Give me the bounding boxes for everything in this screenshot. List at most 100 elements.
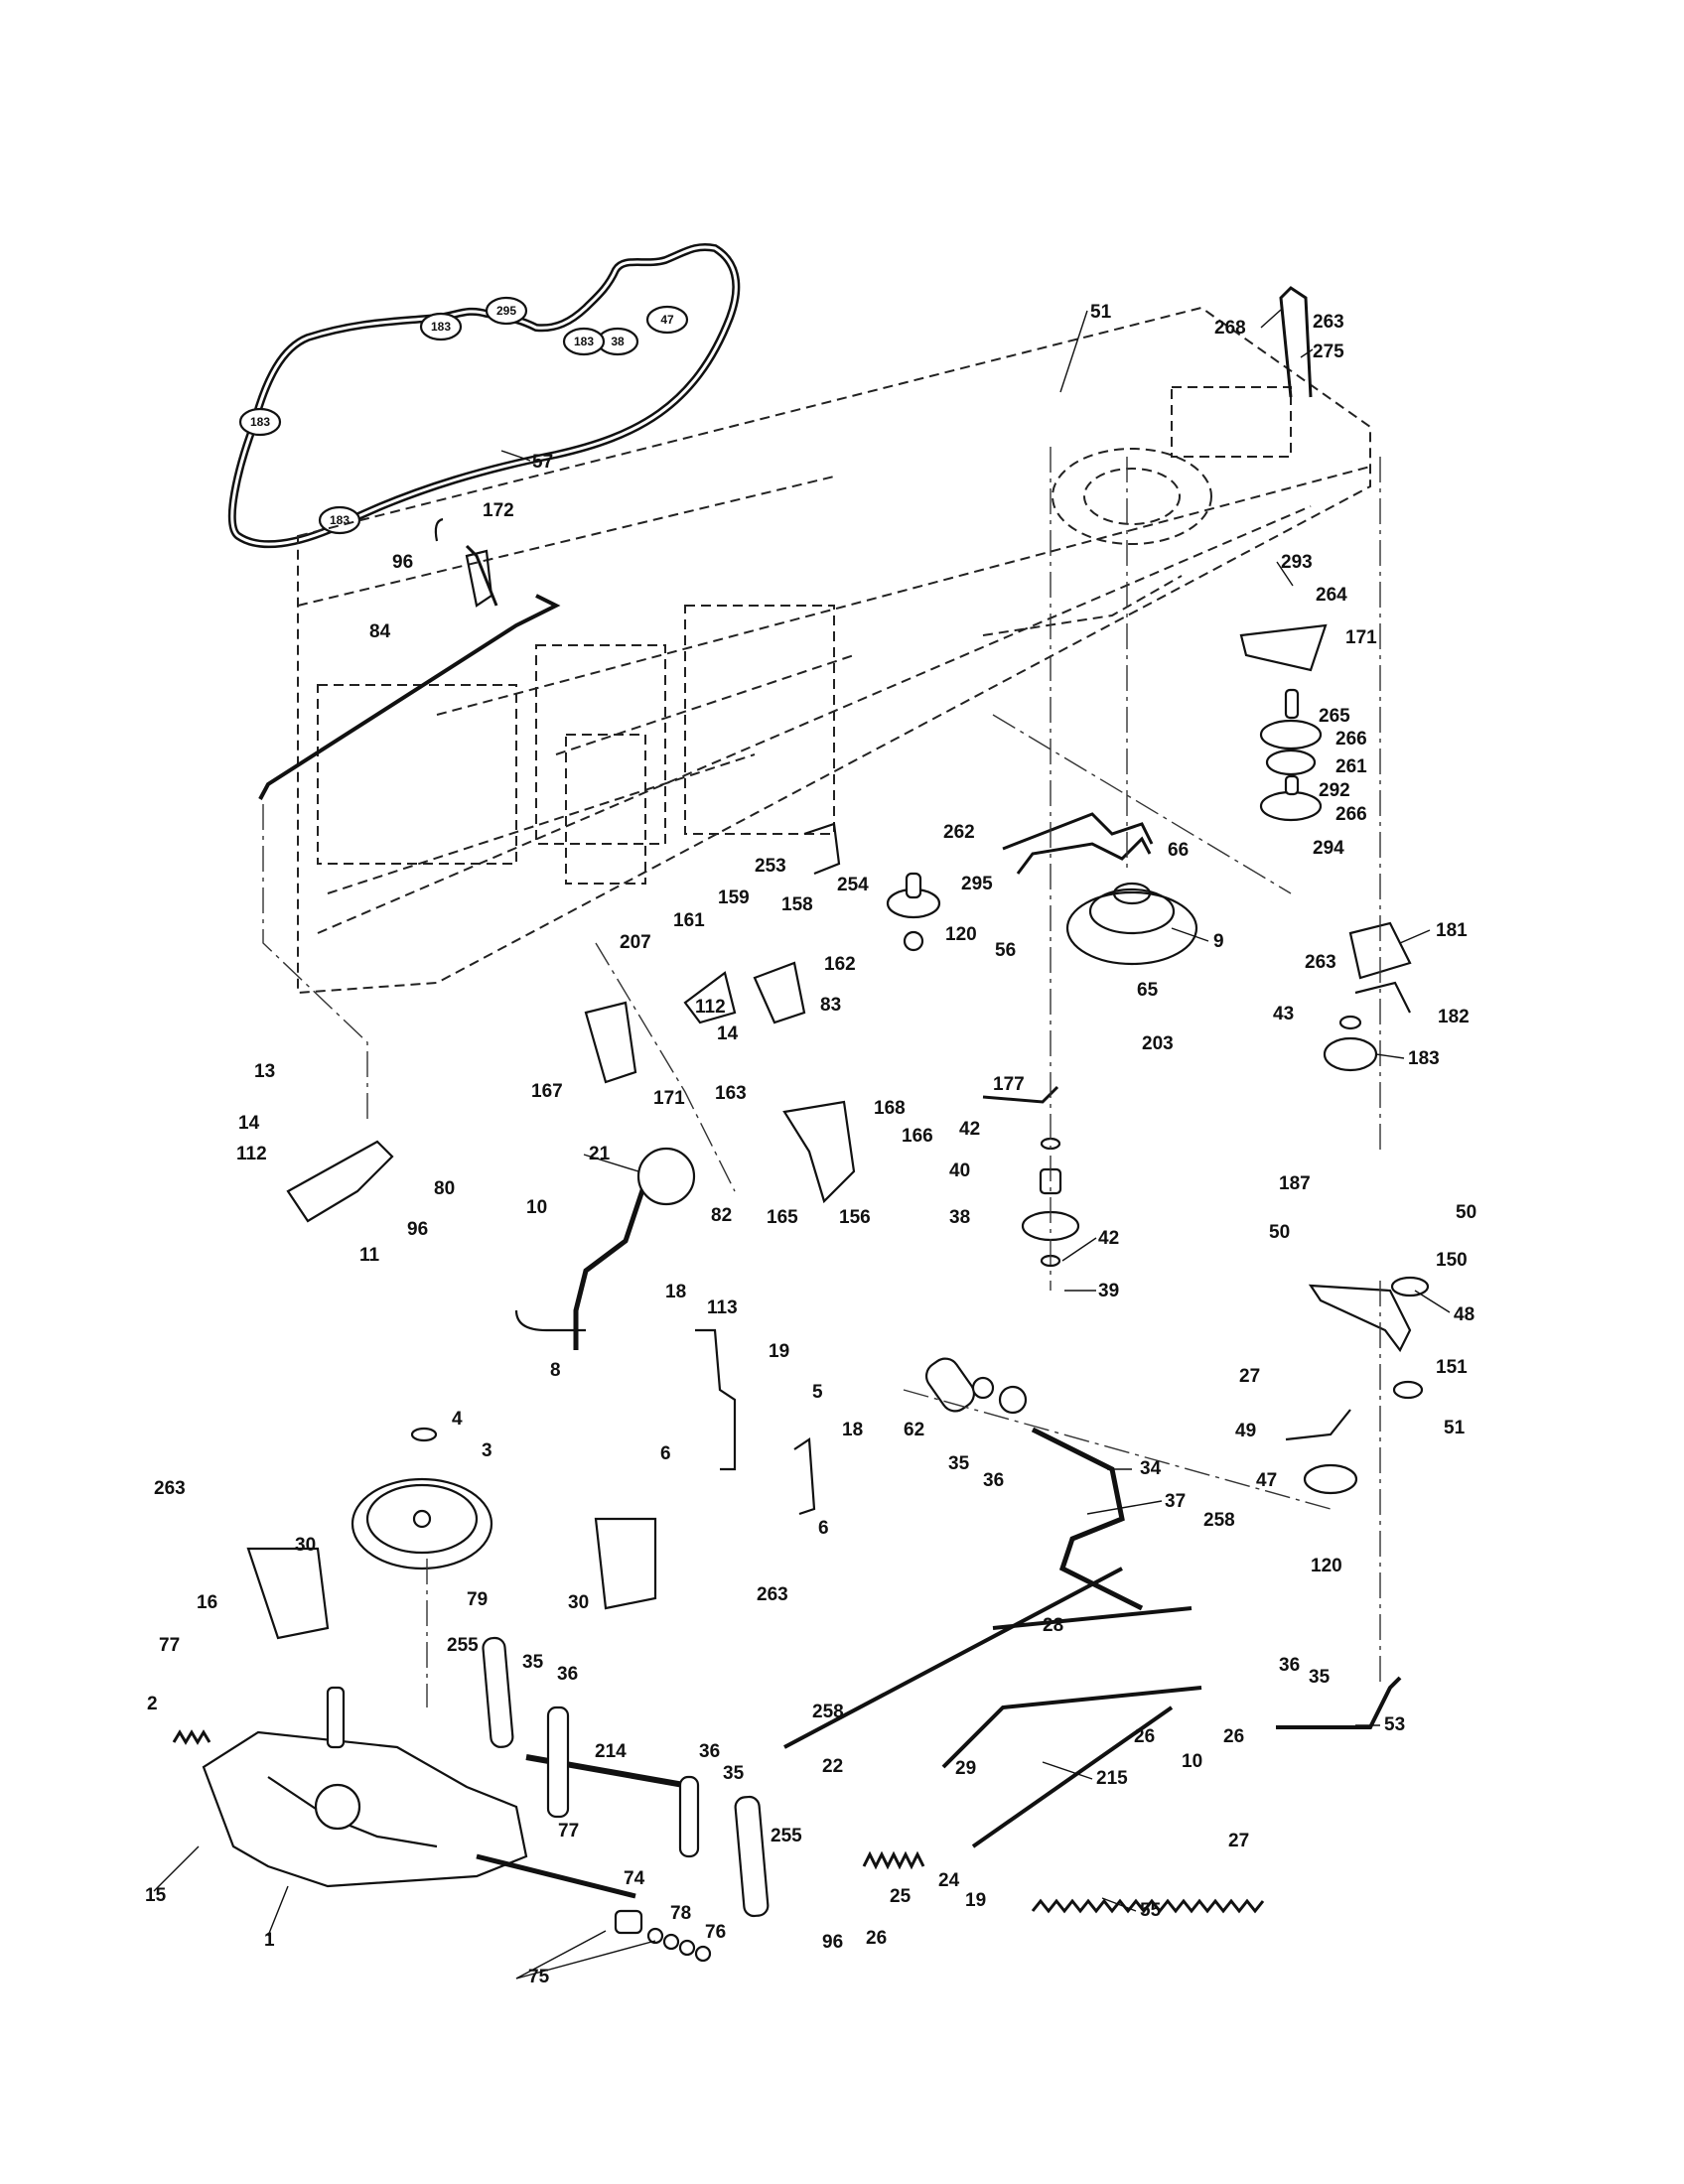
part-21-label: 21 (589, 1144, 611, 1164)
part-28-label: 28 (1043, 1615, 1063, 1636)
part-207-label: 207 (620, 932, 651, 953)
part-65-label: 65 (1137, 980, 1159, 1001)
part-57-label: 57 (532, 452, 553, 473)
part-11-label: 11 (359, 1245, 380, 1266)
part-150-label: 150 (1436, 1250, 1468, 1271)
part-40-label: 40 (949, 1160, 970, 1181)
part-77-label: 77 (159, 1635, 180, 1656)
part-172-label: 172 (483, 500, 514, 521)
part-53-label: 53 (1384, 1714, 1405, 1735)
part-29-label: 29 (955, 1758, 976, 1779)
part-74-label: 74 (624, 1868, 645, 1889)
part-27-label: 27 (1239, 1366, 1260, 1387)
part-66-label: 66 (1168, 840, 1189, 861)
part-79-label: 79 (467, 1589, 488, 1610)
part-159-label: 159 (718, 887, 750, 908)
part-14-label: 14 (238, 1113, 260, 1134)
part-112-label: 112 (695, 997, 726, 1018)
part-171-label: 171 (1345, 627, 1377, 648)
linkage-parts (172, 517, 1402, 1918)
part-51-label: 51 (1090, 302, 1112, 323)
part-263-label: 263 (1313, 312, 1344, 333)
part-39-label: 39 (1098, 1281, 1119, 1301)
part-42-label: 42 (959, 1119, 980, 1140)
part-96-label: 96 (822, 1932, 843, 1953)
part-30-label: 30 (568, 1592, 589, 1613)
callouts: 57 172 96 84 51 268 263 275 293 264 171 … (145, 302, 1476, 1987)
part-18-label: 18 (665, 1282, 686, 1302)
part-35-label: 35 (723, 1763, 745, 1784)
part-78-label: 78 (670, 1903, 691, 1924)
part-15-label: 15 (145, 1885, 167, 1906)
part-77-label: 77 (558, 1821, 579, 1842)
part-35-label: 35 (1309, 1667, 1331, 1688)
part-96-label: 96 (407, 1219, 428, 1240)
part-113-label: 113 (707, 1297, 738, 1318)
part-263-label: 263 (1305, 952, 1336, 973)
belt-pulley-label-3: 47 (660, 313, 674, 327)
part-158-label: 158 (781, 894, 813, 915)
part-62-label: 62 (904, 1420, 924, 1440)
part-294-label: 294 (1313, 838, 1344, 859)
belt-pulley-3 (645, 305, 689, 335)
part-26-label: 26 (1134, 1726, 1155, 1747)
part-14-label: 14 (717, 1024, 739, 1044)
part-36-label: 36 (1279, 1655, 1300, 1676)
part-80-label: 80 (434, 1178, 455, 1199)
part-187-label: 187 (1279, 1173, 1311, 1194)
part-27-label: 27 (1228, 1831, 1249, 1851)
part-181-label: 181 (1436, 920, 1468, 941)
part-9-label: 9 (1213, 931, 1224, 952)
part-96-label: 96 (392, 552, 413, 573)
part-275-label: 275 (1313, 341, 1344, 362)
part-292-label: 292 (1319, 780, 1350, 801)
part-162-label: 162 (824, 954, 856, 975)
part-10-label: 10 (1182, 1751, 1202, 1772)
part-120-label: 120 (945, 924, 977, 945)
part-263-label: 263 (757, 1584, 788, 1605)
belt-pulley-label-2: 38 (611, 335, 625, 348)
part-266-label: 266 (1335, 729, 1367, 750)
part-19-label: 19 (965, 1890, 986, 1911)
part-49-label: 49 (1235, 1421, 1256, 1441)
part-214-label: 214 (595, 1741, 627, 1762)
part-203-label: 203 (1142, 1033, 1174, 1054)
part-18-label: 18 (842, 1420, 863, 1440)
part-48-label: 48 (1454, 1304, 1474, 1325)
part-262-label: 262 (943, 822, 975, 843)
part-265-label: 265 (1319, 706, 1350, 727)
part-25-label: 25 (890, 1886, 912, 1907)
part-82-label: 82 (711, 1205, 732, 1226)
part-254-label: 254 (837, 875, 869, 895)
part-19-label: 19 (769, 1341, 789, 1362)
part-295-label: 295 (961, 874, 993, 894)
part-266-label: 266 (1335, 804, 1367, 825)
part-112-label: 112 (236, 1144, 267, 1164)
part-43-label: 43 (1273, 1004, 1294, 1024)
part-293-label: 293 (1281, 552, 1313, 573)
part-151-label: 151 (1436, 1357, 1468, 1378)
part-37-label: 37 (1165, 1491, 1186, 1512)
part-6-label: 6 (660, 1443, 671, 1464)
part-166-label: 166 (902, 1126, 933, 1147)
part-47-label: 47 (1256, 1470, 1277, 1491)
part-55-label: 55 (1140, 1900, 1162, 1921)
part-51-label: 51 (1444, 1418, 1466, 1438)
part-2-label: 2 (147, 1694, 158, 1714)
part-264-label: 264 (1316, 585, 1347, 606)
part-258-label: 258 (1203, 1510, 1235, 1531)
belt-pulley-0 (419, 312, 463, 341)
part-26-label: 26 (1223, 1726, 1244, 1747)
part-50-label: 50 (1456, 1202, 1476, 1223)
part-268-label: 268 (1214, 318, 1246, 339)
belt-pulley-label-4: 183 (574, 335, 594, 348)
part-84-label: 84 (369, 621, 391, 642)
part-56-label: 56 (995, 940, 1016, 961)
belt-pulley-4 (562, 327, 606, 356)
part-1-label: 1 (264, 1930, 275, 1951)
part-35-label: 35 (522, 1652, 544, 1673)
belt-pulley-5 (238, 407, 282, 437)
part-75-label: 75 (528, 1967, 550, 1987)
part-177-label: 177 (993, 1074, 1025, 1095)
